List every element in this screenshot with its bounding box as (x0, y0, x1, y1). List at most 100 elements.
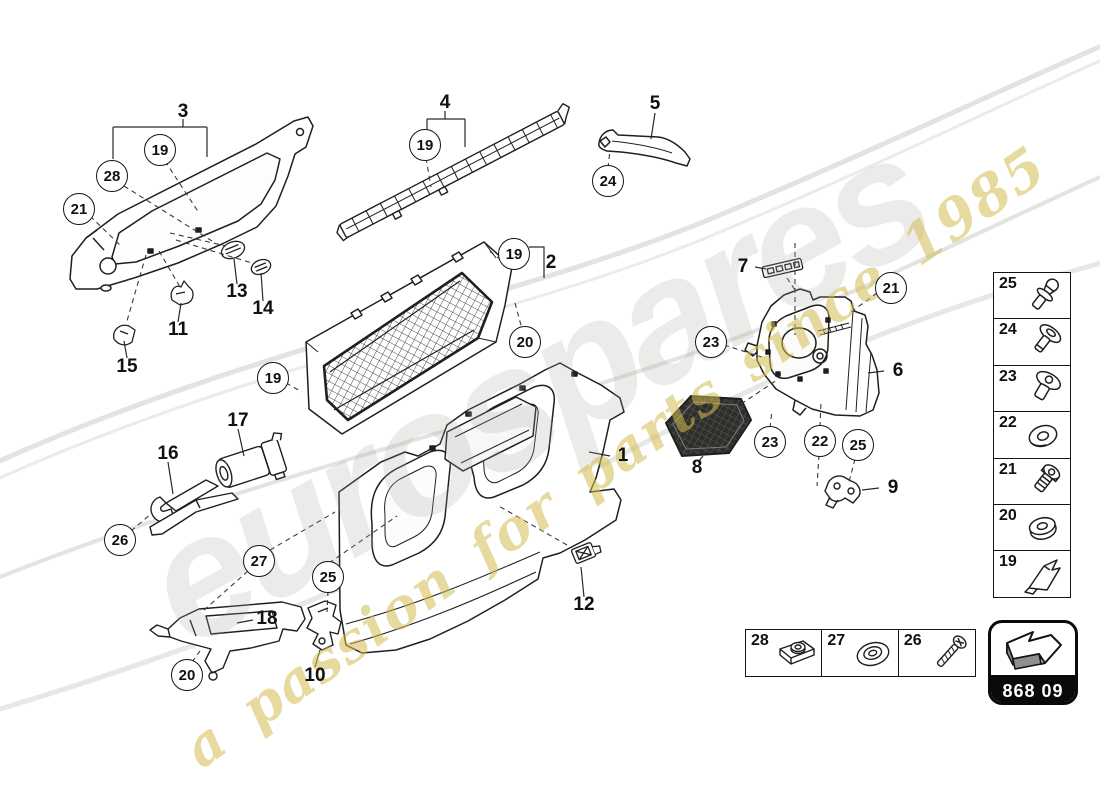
part-callout-label: 11 (167, 319, 189, 340)
part-callout-label: 12 (573, 594, 595, 615)
part-4-drawing (336, 103, 571, 242)
part-13-drawing (220, 240, 246, 260)
part-code: 868 09 (991, 675, 1075, 702)
grommet-icon (857, 641, 890, 667)
part-1-drawing (338, 362, 625, 654)
fastener-cell-25[interactable]: 25 (993, 272, 1071, 320)
part-callout-label: 20 (516, 333, 534, 351)
part-callout-label: 23 (702, 333, 720, 351)
part-callout[interactable]: 10 (304, 665, 325, 687)
legend-strip: 28 27 26 (745, 629, 976, 677)
fastener-cell-23[interactable]: 23 (993, 364, 1071, 413)
fastener-number: 24 (999, 321, 1017, 339)
part-callout-label: 27 (250, 552, 268, 570)
part-callout-label: 7 (737, 256, 749, 277)
fastener-sidebar: 25 24 23 (993, 272, 1071, 599)
part-callout-label: 23 (761, 433, 779, 451)
part-16-drawing (149, 479, 239, 536)
part-callout-label: 22 (811, 432, 829, 450)
part-callout[interactable]: 24 (592, 165, 624, 197)
legend-number: 27 (827, 632, 846, 649)
part-callout-label: 5 (649, 93, 661, 114)
part-callout[interactable]: 18 (256, 608, 277, 630)
part-10-drawing (306, 600, 342, 651)
part-callout-label: 20 (178, 666, 196, 684)
part-callout[interactable]: 13 (226, 281, 247, 303)
part-callout[interactable]: 25 (312, 561, 344, 593)
part-callout[interactable]: 19 (257, 362, 289, 394)
part-callout-label: 28 (103, 167, 121, 185)
part-callout[interactable]: 25 (842, 429, 874, 461)
part-callout[interactable]: 12 (573, 594, 594, 616)
part-callout[interactable]: 11 (168, 319, 188, 341)
part-5-drawing (598, 129, 691, 167)
fastener-cell-24[interactable]: 24 (993, 318, 1071, 367)
fastener-number: 25 (999, 275, 1017, 292)
part-callout[interactable]: 14 (252, 298, 273, 320)
part-callout[interactable]: 21 (875, 272, 907, 304)
part-callout[interactable]: 19 (144, 134, 176, 166)
cage-nut-icon (779, 640, 815, 665)
part-callout[interactable]: 8 (692, 457, 703, 479)
part-callout-label: 2 (545, 252, 557, 273)
part-callout[interactable]: 23 (754, 426, 786, 458)
part-callout[interactable]: 7 (738, 256, 749, 278)
part-callout[interactable]: 20 (509, 326, 541, 358)
fastener-cell-20[interactable]: 20 (993, 504, 1071, 553)
push-rivet-icon (1034, 324, 1062, 353)
part-callout-label: 19 (505, 245, 523, 263)
part-8-drawing (664, 394, 753, 458)
part-callout[interactable]: 16 (157, 443, 178, 465)
part-callout[interactable]: 6 (893, 360, 904, 382)
screw-icon (936, 635, 967, 668)
part-callout-label: 18 (256, 608, 278, 629)
part-callout[interactable]: 23 (695, 326, 727, 358)
leader-lines-solid (112, 111, 885, 668)
part-callout[interactable]: 28 (96, 160, 128, 192)
part-callout[interactable]: 9 (888, 477, 899, 499)
part-callout-label: 21 (882, 279, 900, 297)
part-callout[interactable]: 19 (498, 238, 530, 270)
part-callout[interactable]: 20 (171, 659, 203, 691)
spring-clip-icon (1024, 559, 1061, 596)
legend-cell-27[interactable]: 27 (821, 629, 900, 677)
part-callout[interactable]: 5 (650, 93, 661, 115)
part-callout-label: 13 (226, 281, 248, 302)
part-callout-label: 25 (319, 568, 337, 586)
part-callout[interactable]: 27 (243, 545, 275, 577)
part-callout-label: 8 (691, 457, 703, 478)
part-callout[interactable]: 1 (618, 445, 629, 467)
part-callout[interactable]: 2 (546, 252, 557, 274)
part-2-drawing (305, 241, 513, 435)
leader-lines-dashed (89, 149, 878, 663)
flange-nut-icon (1028, 516, 1057, 541)
fastener-number: 21 (999, 460, 1017, 478)
fastener-cell-22[interactable]: 22 (993, 411, 1071, 460)
washer-icon (1028, 425, 1058, 448)
legend-number: 28 (751, 632, 769, 649)
part-callout[interactable]: 22 (804, 425, 836, 457)
legend-cell-26[interactable]: 26 (897, 629, 976, 677)
part-callout[interactable]: 21 (63, 193, 95, 225)
part-callout[interactable]: 17 (227, 410, 248, 432)
part-callout-label: 6 (892, 360, 904, 381)
fastener-number: 23 (999, 367, 1017, 385)
part-callout[interactable]: 26 (104, 524, 136, 556)
part-callout-label: 21 (70, 200, 88, 218)
part-17-drawing (215, 432, 288, 488)
part-code-badge[interactable]: 868 09 (988, 620, 1078, 705)
part-callout-label: 4 (439, 92, 451, 113)
part-9-drawing (824, 475, 861, 509)
part-callout-label: 3 (177, 101, 189, 122)
part-callout[interactable]: 3 (178, 101, 189, 123)
fastener-number: 22 (999, 414, 1017, 432)
part-12-drawing (570, 542, 602, 564)
part-callout[interactable]: 15 (116, 356, 137, 378)
part-callout[interactable]: 19 (409, 129, 441, 161)
fastener-cell-21[interactable]: 21 (993, 457, 1071, 506)
legend-cell-28[interactable]: 28 (745, 629, 823, 677)
part-callout[interactable]: 4 (440, 92, 451, 114)
fastener-cell-19[interactable]: 19 (993, 550, 1071, 599)
